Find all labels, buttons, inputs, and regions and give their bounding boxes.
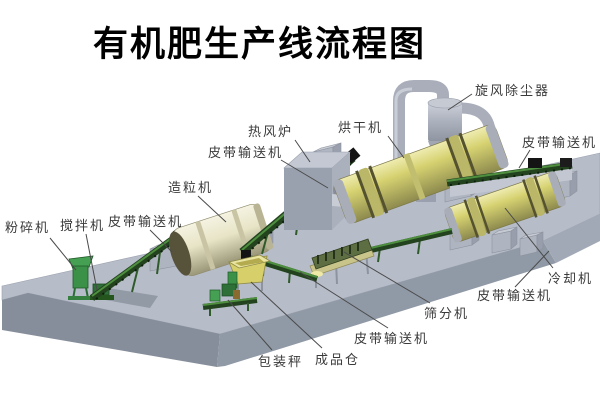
leader-cyclone — [447, 93, 473, 111]
label-product-bin: 成品仓 — [315, 353, 360, 368]
leader-product-bin — [250, 281, 323, 349]
leader-belt-conveyor-5 — [514, 250, 550, 288]
leader-hot-air-furnace — [294, 139, 311, 163]
dryer-drum — [333, 124, 509, 224]
conveyor-head-drive — [528, 158, 542, 168]
leader-packing-scale — [227, 299, 273, 351]
crusher-base — [68, 296, 94, 300]
cyclone-arch-pipe — [393, 80, 449, 178]
conveyor-3-base — [450, 167, 572, 197]
leader-mixer — [85, 233, 98, 291]
platform-front-left-face — [2, 293, 220, 367]
leader-dryer — [387, 135, 405, 159]
cyclone-body — [428, 102, 462, 142]
leader-belt-conveyor-2 — [280, 159, 329, 189]
support-block — [519, 231, 544, 257]
crusher-machine — [68, 255, 94, 300]
leader-belt-conveyor-3 — [518, 149, 531, 169]
leader-screener — [343, 251, 431, 304]
mixer-base — [90, 295, 114, 300]
conveyor-head-drive — [241, 250, 251, 260]
label-belt-conveyor-3: 皮带输送机 — [522, 135, 597, 151]
label-belt-conveyor-5: 皮带输送机 — [477, 288, 552, 304]
product-bin-inside — [235, 258, 264, 266]
label-cyclone: 旋风除尘器 — [475, 84, 550, 99]
leader-belt-conveyor-1 — [149, 229, 173, 253]
label-screener: 筛分机 — [424, 307, 469, 322]
belt-conveyor-3 — [446, 158, 573, 197]
label-hot-air-furnace: 热风炉 — [248, 125, 293, 140]
label-dryer: 烘干机 — [338, 121, 383, 136]
platform-front-right-face — [217, 241, 556, 367]
label-belt-conveyor-1: 皮带输送机 — [108, 214, 183, 230]
cyclone-arch-pipe-highlight — [394, 87, 413, 170]
label-belt-conveyor-2: 皮带输送机 — [208, 145, 283, 161]
equipment-labels: 粉碎机 搅拌机 皮带输送机 造粒机 皮带输送机 热风炉 烘干机 旋风除尘器 皮带… — [5, 84, 597, 370]
leader-cooler — [504, 207, 554, 269]
cooler-drum — [444, 171, 566, 243]
leader-belt-conveyor-4 — [299, 271, 389, 329]
screener-slats — [317, 242, 359, 264]
leader-crusher — [49, 237, 77, 271]
platform-right-face — [543, 214, 600, 263]
packing-scale — [202, 271, 258, 316]
cyclone-top — [427, 97, 463, 109]
label-granulator: 造粒机 — [168, 181, 213, 196]
support-block — [491, 226, 518, 254]
page-title: 有机肥生产线流程图 — [93, 24, 427, 65]
label-crusher: 粉碎机 — [5, 221, 50, 236]
label-cooler: 冷却机 — [548, 272, 593, 287]
label-leader-lines — [49, 93, 554, 351]
label-belt-conveyor-4: 皮带输送机 — [354, 331, 429, 347]
leader-granulator — [197, 195, 227, 223]
platform-recess — [100, 288, 158, 308]
label-packing-scale: 包装秤 — [258, 355, 303, 370]
crusher-body — [72, 265, 89, 289]
conveyor-tail-drive — [560, 158, 572, 167]
label-mixer: 搅拌机 — [60, 218, 105, 234]
